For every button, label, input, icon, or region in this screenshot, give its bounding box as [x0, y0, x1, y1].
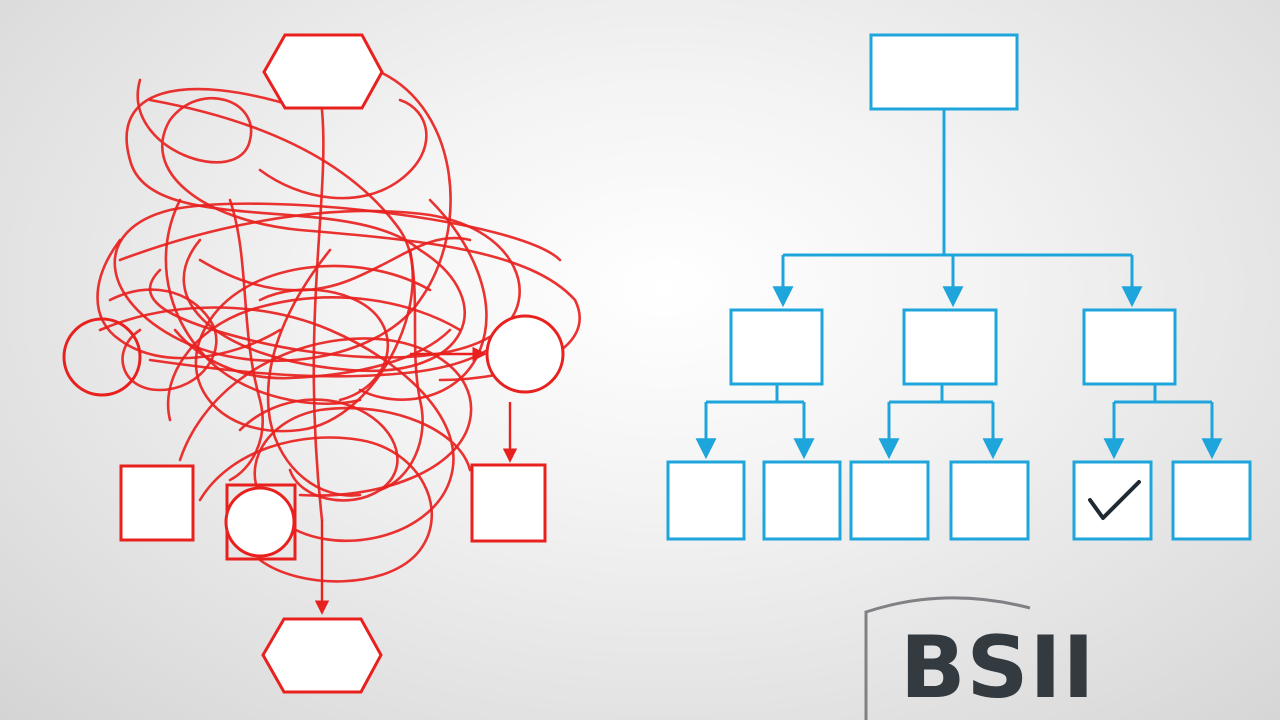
tangled-line [258, 98, 428, 200]
hierarchy-level2-box-1 [729, 308, 824, 386]
tangled-line [228, 198, 264, 482]
tangled-line [136, 78, 581, 382]
ordered-hierarchy-diagram [666, 33, 1252, 541]
chaos-hexagon-top [262, 33, 384, 110]
hierarchy-level3-box-5 [1072, 460, 1153, 541]
chaos-circle-bottom-middle [224, 486, 296, 558]
tangled-line [98, 306, 472, 543]
logo: BSII [864, 596, 1095, 720]
tangled-line [266, 248, 362, 497]
tangled-line [148, 98, 432, 433]
tangled-line [166, 296, 462, 422]
tangled-line [173, 328, 452, 380]
tangled-line [164, 198, 362, 406]
chaos-circle-right [485, 314, 565, 394]
chaos-square-bottom-right [470, 463, 547, 543]
check-icon [1088, 480, 1141, 520]
hierarchy-level3-box-2 [762, 460, 842, 541]
hierarchy-connectors [695, 110, 1223, 460]
chaos-square-bottom-left [119, 464, 195, 542]
hierarchy-level2-box-3 [1082, 308, 1177, 386]
hierarchy-level3-box-6 [1171, 460, 1252, 541]
hierarchy-level2-box-2 [902, 308, 998, 386]
chaos-hexagon-bottom [261, 617, 383, 694]
tangled-line [378, 248, 424, 492]
tangled-line [148, 338, 502, 378]
hierarchy-level3-box-1 [666, 460, 746, 541]
tangled-line [312, 108, 325, 522]
hierarchy-level3-box-3 [849, 460, 930, 541]
shield-outline-icon [864, 596, 1031, 720]
chaotic-flow-diagram [62, 33, 581, 694]
logo-text: BSII [900, 618, 1095, 718]
hierarchy-root-box [869, 33, 1019, 111]
tangled-line [198, 236, 472, 292]
hierarchy-level3-box-4 [949, 460, 1030, 541]
tangled-line [198, 436, 434, 583]
tangled-line [258, 288, 390, 402]
chaos-circle-left [62, 317, 142, 397]
tangled-line [96, 238, 282, 360]
